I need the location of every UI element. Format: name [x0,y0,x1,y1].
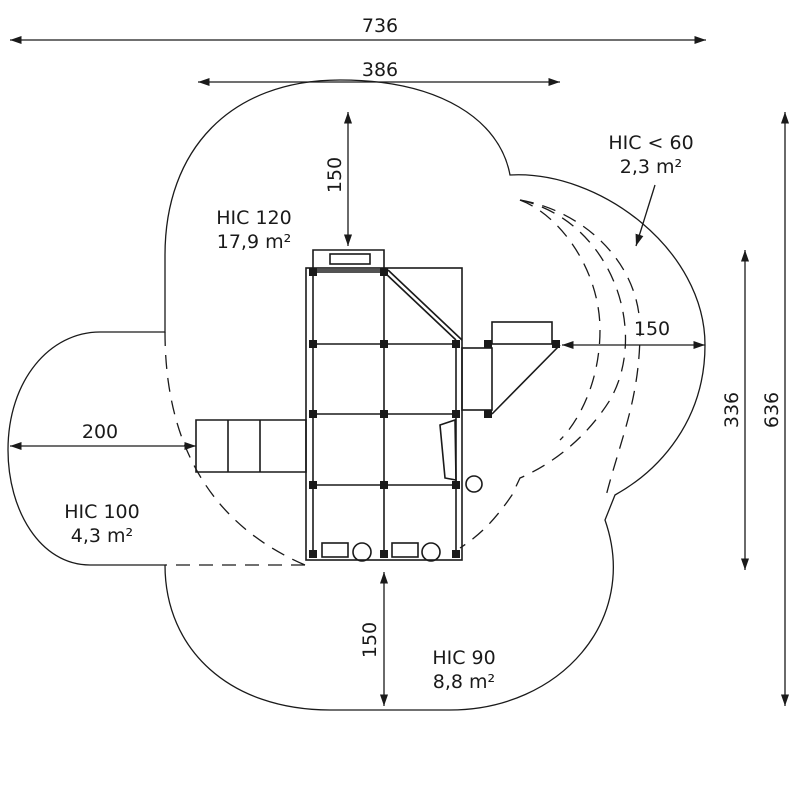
zone-hic120-area: 17,9 m² [217,231,291,253]
label-structure-depth: 336 [721,392,743,428]
structure-posts [309,268,560,558]
zone-hic90-area: 8,8 m² [433,671,495,693]
label-clearance-right: 150 [634,318,670,340]
label-clearance-bottom: 150 [359,622,381,658]
zone-hic100-label: HIC 100 [64,501,139,523]
zone-hic60-area: 2,3 m² [620,156,682,178]
label-structure-width: 386 [362,59,398,81]
zone-hic60-label: HIC < 60 [608,132,693,154]
label-clearance-left: 200 [82,421,118,443]
zone-hic100-area: 4,3 m² [71,525,133,547]
label-total-width: 736 [362,15,398,37]
zone-hic120-label: HIC 120 [216,207,291,229]
label-clearance-top: 150 [324,157,346,193]
play-structure [195,249,561,562]
zone-boundaries [164,199,641,566]
safety-area-outline [7,79,706,711]
label-total-depth: 636 [761,392,783,428]
hic60-leader-arrow [635,184,656,247]
zone-hic90-label: HIC 90 [432,647,495,669]
